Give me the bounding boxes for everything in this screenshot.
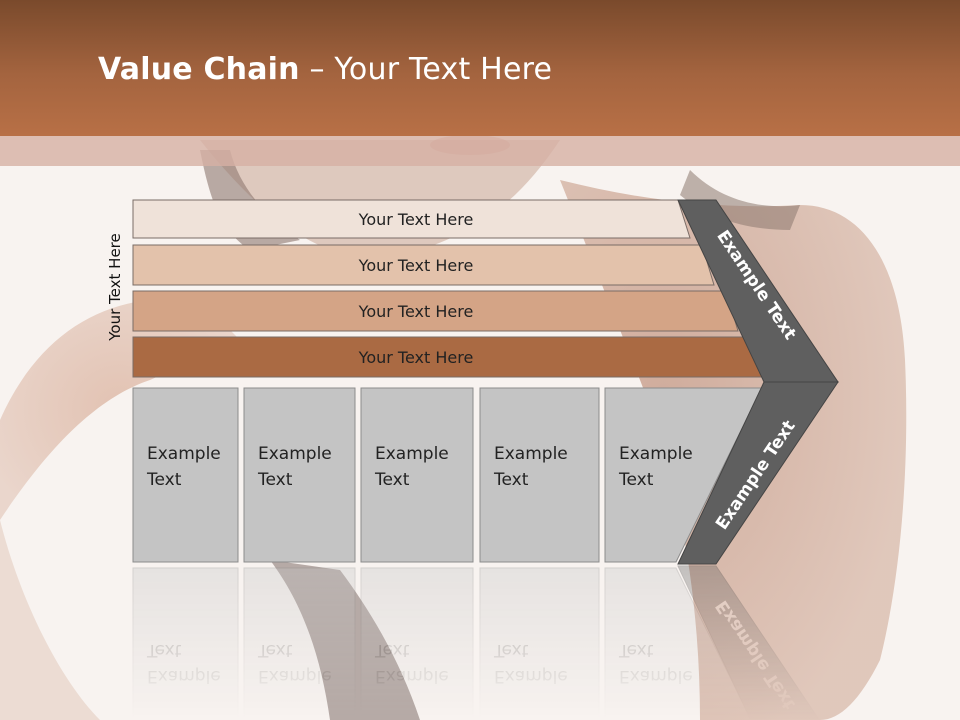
activity-column-label-line1-5: Example xyxy=(619,444,693,464)
activity-column-label-line2-4: Text xyxy=(493,470,529,490)
title-bar-strip xyxy=(0,136,960,166)
reflection-activity-column-label-line2-4: Text xyxy=(493,640,529,660)
reflection-activity-column-label-line1-1: Example xyxy=(147,666,221,686)
reflection-activity-column-label-line2-5: Text xyxy=(618,640,654,660)
activity-column-label-line2-3: Text xyxy=(374,470,410,490)
activity-column-1 xyxy=(132,387,239,563)
value-bar-2 xyxy=(132,244,715,286)
value-bar-label-2: Your Text Here xyxy=(358,256,474,275)
activity-column-3 xyxy=(360,387,474,563)
value-bar-3 xyxy=(132,290,739,332)
activity-column-4 xyxy=(479,387,600,563)
reflection-activity-column-label-line2-3: Text xyxy=(374,640,410,660)
slide-title-bold: Value Chain xyxy=(98,52,300,87)
slide-title-rest: – Your Text Here xyxy=(299,52,553,87)
activity-column-label-line2-5: Text xyxy=(618,470,654,490)
value-bar-label-1: Your Text Here xyxy=(358,210,474,229)
reflection-chevron-lower-arm xyxy=(677,565,820,720)
reflection-activity-column-label-line1-2: Example xyxy=(258,666,332,686)
reflection-activity-column-3 xyxy=(360,567,474,720)
activity-column-label-line2-2: Text xyxy=(257,470,293,490)
reflection-activity-column-label-line2-1: Text xyxy=(146,640,182,660)
value-bar-label-3: Your Text Here xyxy=(358,302,474,321)
reflection-activity-column-4 xyxy=(479,567,600,720)
activity-column-label-line1-4: Example xyxy=(494,444,568,464)
activity-column-5 xyxy=(604,387,763,563)
activity-column-label-line1-3: Example xyxy=(375,444,449,464)
slide-title: Value Chain – Your Text Here xyxy=(98,52,552,87)
reflection-activity-column-label-line1-4: Example xyxy=(494,666,568,686)
reflection-activity-column-2 xyxy=(243,567,356,720)
activity-column-label-line1-1: Example xyxy=(147,444,221,464)
chevron-lower-arm xyxy=(677,381,839,565)
reflection-activity-column-5 xyxy=(604,567,752,720)
value-bar-1 xyxy=(132,199,691,239)
activity-column-label-line2-1: Text xyxy=(146,470,182,490)
title-bar xyxy=(0,0,960,136)
reflection-activity-column-label-line1-5: Example xyxy=(619,666,693,686)
reflection-activity-column-label-line2-2: Text xyxy=(257,640,293,660)
activity-column-2 xyxy=(243,387,356,563)
reflection-activity-column-1 xyxy=(132,567,239,720)
value-bar-label-4: Your Text Here xyxy=(358,348,474,367)
reflection-activity-column-label-line1-3: Example xyxy=(375,666,449,686)
activity-column-label-line1-2: Example xyxy=(258,444,332,464)
